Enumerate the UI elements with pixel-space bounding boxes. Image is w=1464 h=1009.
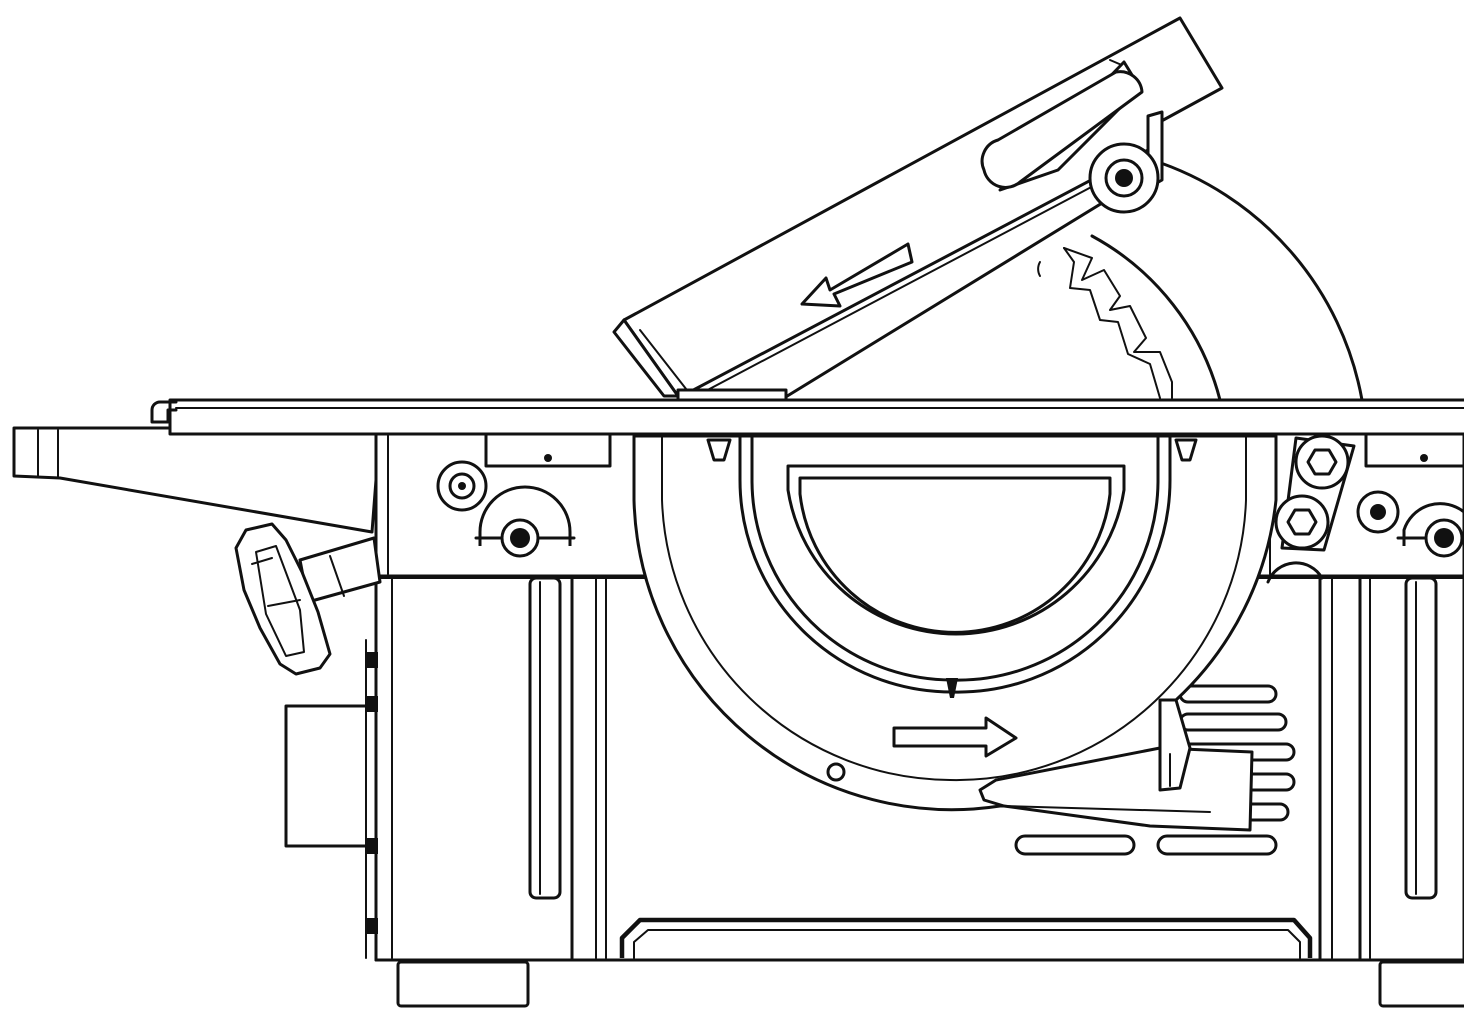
riving-knife-inner	[1090, 234, 1222, 402]
lower-blade-guard	[632, 434, 1278, 812]
blade-rotation-arrow-lower	[892, 716, 1018, 758]
bevel-lock-knob[interactable]	[474, 485, 576, 558]
frame-bolt-right	[1356, 490, 1400, 534]
upper-blade-guard[interactable]	[612, 16, 1224, 400]
frame-bolt-left	[436, 460, 488, 512]
guard-base-shoe	[676, 388, 788, 402]
star-lock-knob[interactable]	[234, 522, 382, 676]
guard-pivot-bolt[interactable]	[1088, 110, 1164, 214]
bevel-lock-knob-right[interactable]	[1396, 502, 1464, 558]
adjustment-lever[interactable]	[1266, 434, 1356, 584]
foot-right	[1378, 960, 1464, 1008]
table-top	[150, 398, 1464, 436]
saw-blade	[1037, 247, 1173, 399]
base-channel	[374, 917, 1464, 962]
dust-extraction-port[interactable]	[978, 698, 1254, 832]
foot-left	[396, 960, 530, 1008]
side-extension-arm	[12, 426, 382, 534]
vertical-rail-right	[1404, 576, 1438, 900]
side-panel	[284, 639, 378, 959]
riving-knife	[1150, 158, 1364, 402]
vertical-rail-left	[528, 576, 562, 900]
blade-rotation-arrow-upper	[800, 242, 914, 308]
